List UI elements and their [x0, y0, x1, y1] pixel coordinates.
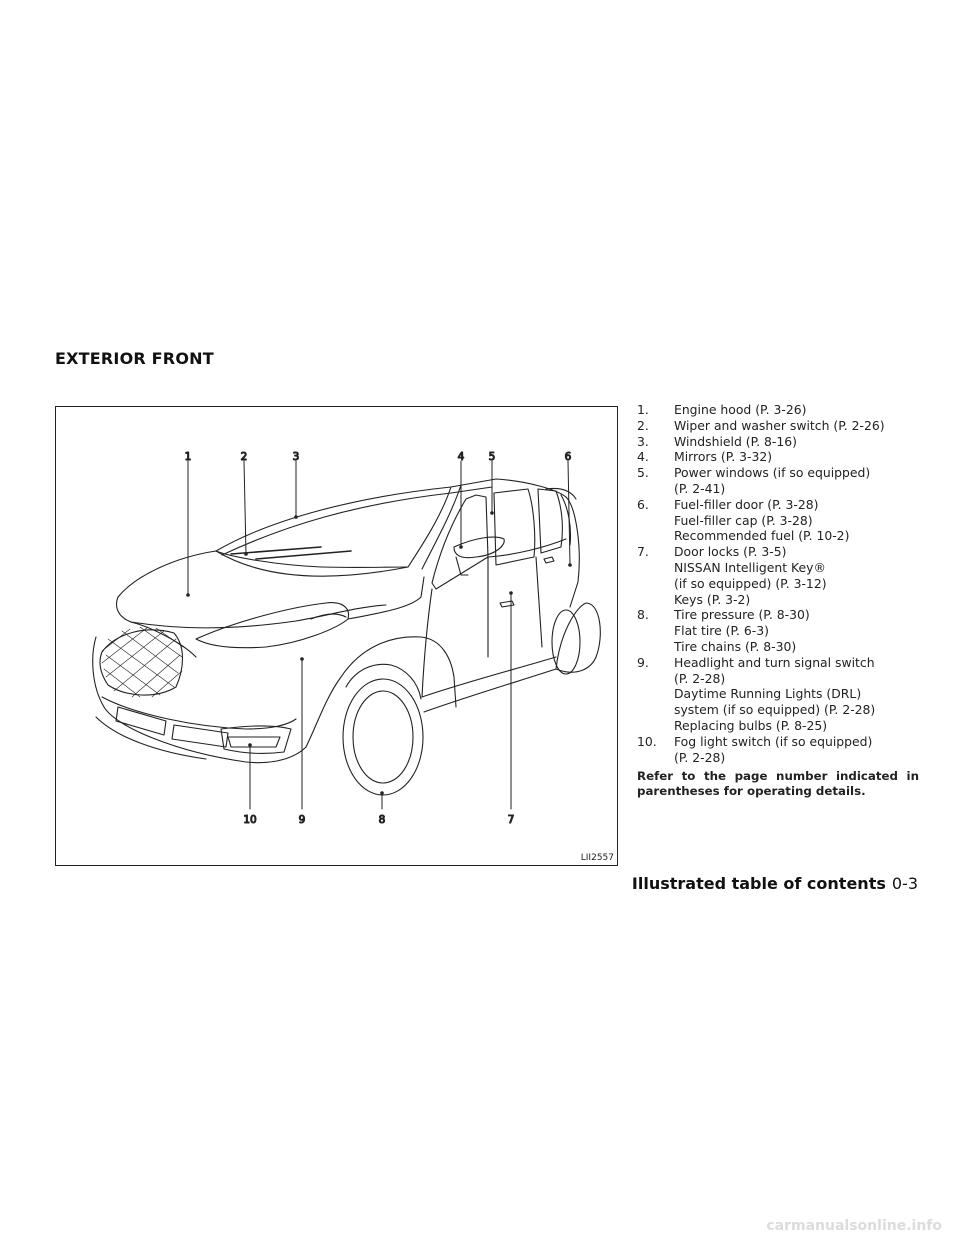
legend-number: 6.	[637, 496, 649, 512]
legend-text: Engine hood (P. 3-26)	[674, 402, 807, 417]
legend-item: 8. Tire pressure (P. 8-30) Flat tire (P.…	[637, 607, 919, 654]
page-footer: Illustrated table of contents 0-3	[632, 874, 918, 893]
legend-number: 7.	[637, 544, 649, 560]
legend-text: Mirrors (P. 3-32)	[674, 449, 773, 465]
legend-item: 1. Engine hood (P. 3-26)	[637, 402, 919, 418]
page-number: 0-3	[891, 874, 918, 893]
watermark: carmanualsonline.info	[766, 1218, 942, 1234]
legend-text: Windshield (P. 8-16)	[674, 433, 797, 449]
legend-text: Tire pressure (P. 8-30)	[674, 607, 810, 623]
legend-text: (P. 2-41)	[674, 480, 726, 496]
legend-item: 10. Fog light switch (if so equipped) (P…	[637, 734, 919, 766]
legend-text: Wiper and washer switch (P. 2-26)	[674, 417, 885, 433]
callout-9: 9	[299, 814, 306, 826]
operating-details-note: Refer to the page number indicated in pa…	[637, 769, 919, 799]
legend-number: 9.	[637, 654, 649, 670]
legend-text: Fuel-filler cap (P. 3-28)	[674, 512, 813, 528]
callout-6: 6	[565, 451, 572, 463]
callout-5: 5	[489, 451, 496, 463]
callout-10: 10	[243, 814, 256, 826]
legend-number: 1.	[637, 402, 649, 417]
legend-text: Power windows (if so equipped)	[674, 465, 871, 481]
legend-text: (if so equipped) (P. 3-12)	[674, 575, 827, 591]
car-line-drawing: 1 2 3 4 5 6 7 8 9 10	[92, 450, 601, 827]
legend: 1. Engine hood (P. 3-26) 2. Wiper and wa…	[637, 402, 919, 799]
exterior-front-illustration: 1 2 3 4 5 6 7 8 9 10 LII2557	[55, 406, 618, 866]
legend-text: Tire chains (P. 8-30)	[674, 638, 797, 654]
figure-code: LII2557	[580, 853, 614, 863]
legend-number: 5.	[637, 465, 649, 481]
section-title: EXTERIOR FRONT	[55, 349, 214, 368]
legend-text: system (if so equipped) (P. 2-28)	[674, 702, 876, 718]
legend-item: 9. Headlight and turn signal switch (P. …	[637, 655, 919, 734]
legend-text: NISSAN Intelligent Key®	[674, 559, 826, 575]
callout-1: 1	[185, 451, 192, 463]
legend-text: Daytime Running Lights (DRL)	[674, 686, 862, 702]
legend-number: 4.	[637, 449, 649, 465]
legend-item: 5. Power windows (if so equipped) (P. 2-…	[637, 465, 919, 497]
legend-text: (P. 2-28)	[674, 749, 726, 765]
callout-4: 4	[458, 451, 465, 463]
legend-number: 8.	[637, 607, 649, 623]
callout-3: 3	[293, 451, 300, 463]
legend-item: 7. Door locks (P. 3-5) NISSAN Intelligen…	[637, 544, 919, 607]
legend-item: 3. Windshield (P. 8-16)	[637, 434, 919, 450]
legend-text: Fuel-filler door (P. 3-28)	[674, 496, 819, 512]
legend-text: (P. 2-28)	[674, 670, 726, 686]
legend-item: 2. Wiper and washer switch (P. 2-26)	[637, 418, 919, 434]
legend-item: 6. Fuel-filler door (P. 3-28) Fuel-fille…	[637, 497, 919, 544]
legend-text: Fog light switch (if so equipped)	[674, 733, 873, 749]
legend-text: Keys (P. 3-2)	[674, 591, 751, 607]
legend-text: Replacing bulbs (P. 8-25)	[674, 717, 828, 733]
legend-text: Recommended fuel (P. 10-2)	[674, 528, 850, 544]
legend-number: 10.	[637, 733, 657, 749]
callout-2: 2	[241, 451, 248, 463]
callout-7: 7	[508, 814, 515, 826]
legend-number: 2.	[637, 417, 649, 433]
legend-item: 4. Mirrors (P. 3-32)	[637, 449, 919, 465]
legend-text: Flat tire (P. 6-3)	[674, 623, 769, 639]
legend-text: Headlight and turn signal switch	[674, 654, 875, 670]
callout-8: 8	[379, 814, 386, 826]
footer-section-label: Illustrated table of contents	[631, 874, 886, 893]
legend-text: Door locks (P. 3-5)	[674, 544, 787, 560]
legend-number: 3.	[637, 433, 649, 449]
